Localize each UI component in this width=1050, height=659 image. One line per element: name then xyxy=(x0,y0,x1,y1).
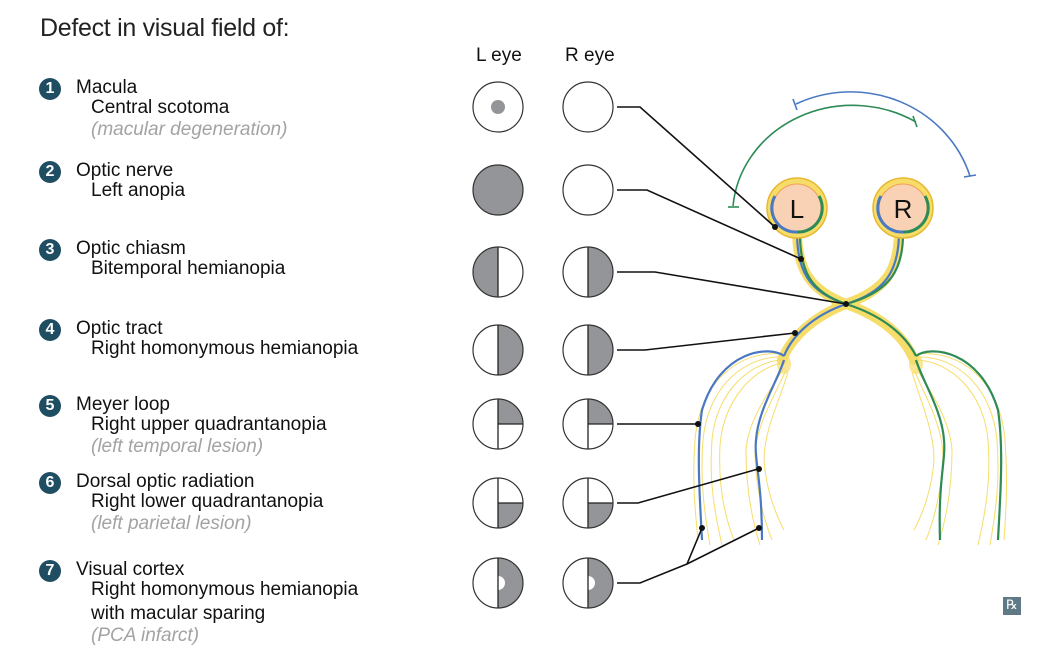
field-defect xyxy=(473,165,523,215)
right-arc-end-cap xyxy=(963,174,977,178)
left-eye-field-2 xyxy=(472,164,524,216)
left-eye-field-4 xyxy=(472,324,524,376)
right-eye-field-7 xyxy=(562,557,614,609)
right-eye-field-3 xyxy=(562,246,614,298)
defect-note: (left temporal lesion) xyxy=(91,436,264,457)
column-header-right-eye: R eye xyxy=(565,45,615,66)
right-eye-field-2 xyxy=(562,164,614,216)
left-eye-field-arc xyxy=(732,104,917,207)
left-arc-end-cap xyxy=(912,115,918,128)
optic-radiation-fibers xyxy=(693,353,1008,546)
defect-note: (macular degeneration) xyxy=(91,119,288,140)
lesion-dot-optic-chiasm xyxy=(843,301,849,307)
right-eye-globe xyxy=(872,177,934,239)
defect-description: Right homonymous hemianopia xyxy=(91,579,359,600)
field-defect xyxy=(473,247,498,297)
defect-description: Right homonymous hemianopia xyxy=(91,338,359,359)
leader-lines xyxy=(617,106,847,584)
defect-description-line2: with macular sparing xyxy=(91,603,266,624)
structure-name: Macula xyxy=(76,77,138,98)
structure-name: Optic tract xyxy=(76,318,163,339)
number-badge: 1 xyxy=(39,78,61,100)
page-title: Defect in visual field of: xyxy=(40,14,290,42)
structure-name: Meyer loop xyxy=(76,394,170,415)
lesion-dot-macula xyxy=(772,224,778,230)
number-badge: 6 xyxy=(39,472,61,494)
field-defect xyxy=(588,558,613,608)
field-defect xyxy=(588,247,613,297)
visual-field-arcs xyxy=(728,91,977,208)
structure-name: Optic nerve xyxy=(76,160,174,181)
lesion-dot-optic-nerve xyxy=(798,256,804,262)
leader-line-visual-cortex xyxy=(617,527,703,584)
field-defect xyxy=(588,503,613,528)
field-defect xyxy=(498,503,523,528)
number-badge: 2 xyxy=(39,161,61,183)
field-defect xyxy=(498,325,523,375)
right-eye-label: R xyxy=(894,194,913,224)
leader-line-visual-cortex-branch xyxy=(686,527,760,565)
field-defect xyxy=(588,325,613,375)
left-eye-field-5 xyxy=(472,398,524,450)
left-eye-field-7 xyxy=(472,557,524,609)
left-eye-globe xyxy=(766,177,828,239)
lesion-dot-optic-tract xyxy=(792,330,798,336)
leader-line-macula xyxy=(617,106,776,228)
column-header-left-eye: L eye xyxy=(476,45,522,66)
right-eye-field-6 xyxy=(562,477,614,529)
defect-description: Right upper quadrantanopia xyxy=(91,414,327,435)
number-badge: 5 xyxy=(39,395,61,417)
rx-logo-icon: ℞ xyxy=(1003,597,1021,615)
right-eye-field-arc xyxy=(795,91,971,177)
lesion-dot-visual-cortex-right xyxy=(756,525,762,531)
structure-name: Optic chiasm xyxy=(76,238,186,259)
structure-name: Dorsal optic radiation xyxy=(76,471,255,492)
lesion-dot-visual-cortex-left xyxy=(699,525,705,531)
defect-note: (PCA infarct) xyxy=(91,625,200,646)
number-badge: 7 xyxy=(39,560,61,582)
number-badge: 4 xyxy=(39,319,61,341)
number-badge: 3 xyxy=(39,239,61,261)
lesion-markers xyxy=(695,224,849,531)
left-eye-field-6 xyxy=(472,477,524,529)
field-defect xyxy=(588,399,613,424)
defect-description: Bitemporal hemianopia xyxy=(91,258,286,279)
structure-name: Visual cortex xyxy=(76,559,185,580)
field-defect xyxy=(498,399,523,424)
left-eye-label: L xyxy=(790,194,804,224)
field-defect xyxy=(491,100,505,114)
leader-line-optic-chiasm xyxy=(617,271,847,305)
leader-line-optic-nerve xyxy=(617,189,802,260)
field-defect xyxy=(498,558,523,608)
right-eye-field-1 xyxy=(562,81,614,133)
leader-line-dorsal-radiation xyxy=(617,468,759,504)
defect-note: (left parietal lesion) xyxy=(91,513,252,534)
defect-description: Left anopia xyxy=(91,180,186,201)
defect-description: Right lower quadrantanopia xyxy=(91,491,324,512)
right-arc-end-cap xyxy=(792,98,798,111)
visual-field-grid xyxy=(472,81,614,609)
right-eye-field-4 xyxy=(562,324,614,376)
right-tract-pathway xyxy=(798,209,1003,541)
right-eye-field-5 xyxy=(562,398,614,450)
defect-description: Central scotoma xyxy=(91,97,230,118)
lesion-dot-dorsal-radiation xyxy=(756,466,762,472)
left-eye-field-3 xyxy=(472,246,524,298)
left-eye-field-1 xyxy=(472,81,524,133)
lesion-dot-meyer-loop xyxy=(695,421,701,427)
leader-line-optic-tract xyxy=(617,332,796,351)
